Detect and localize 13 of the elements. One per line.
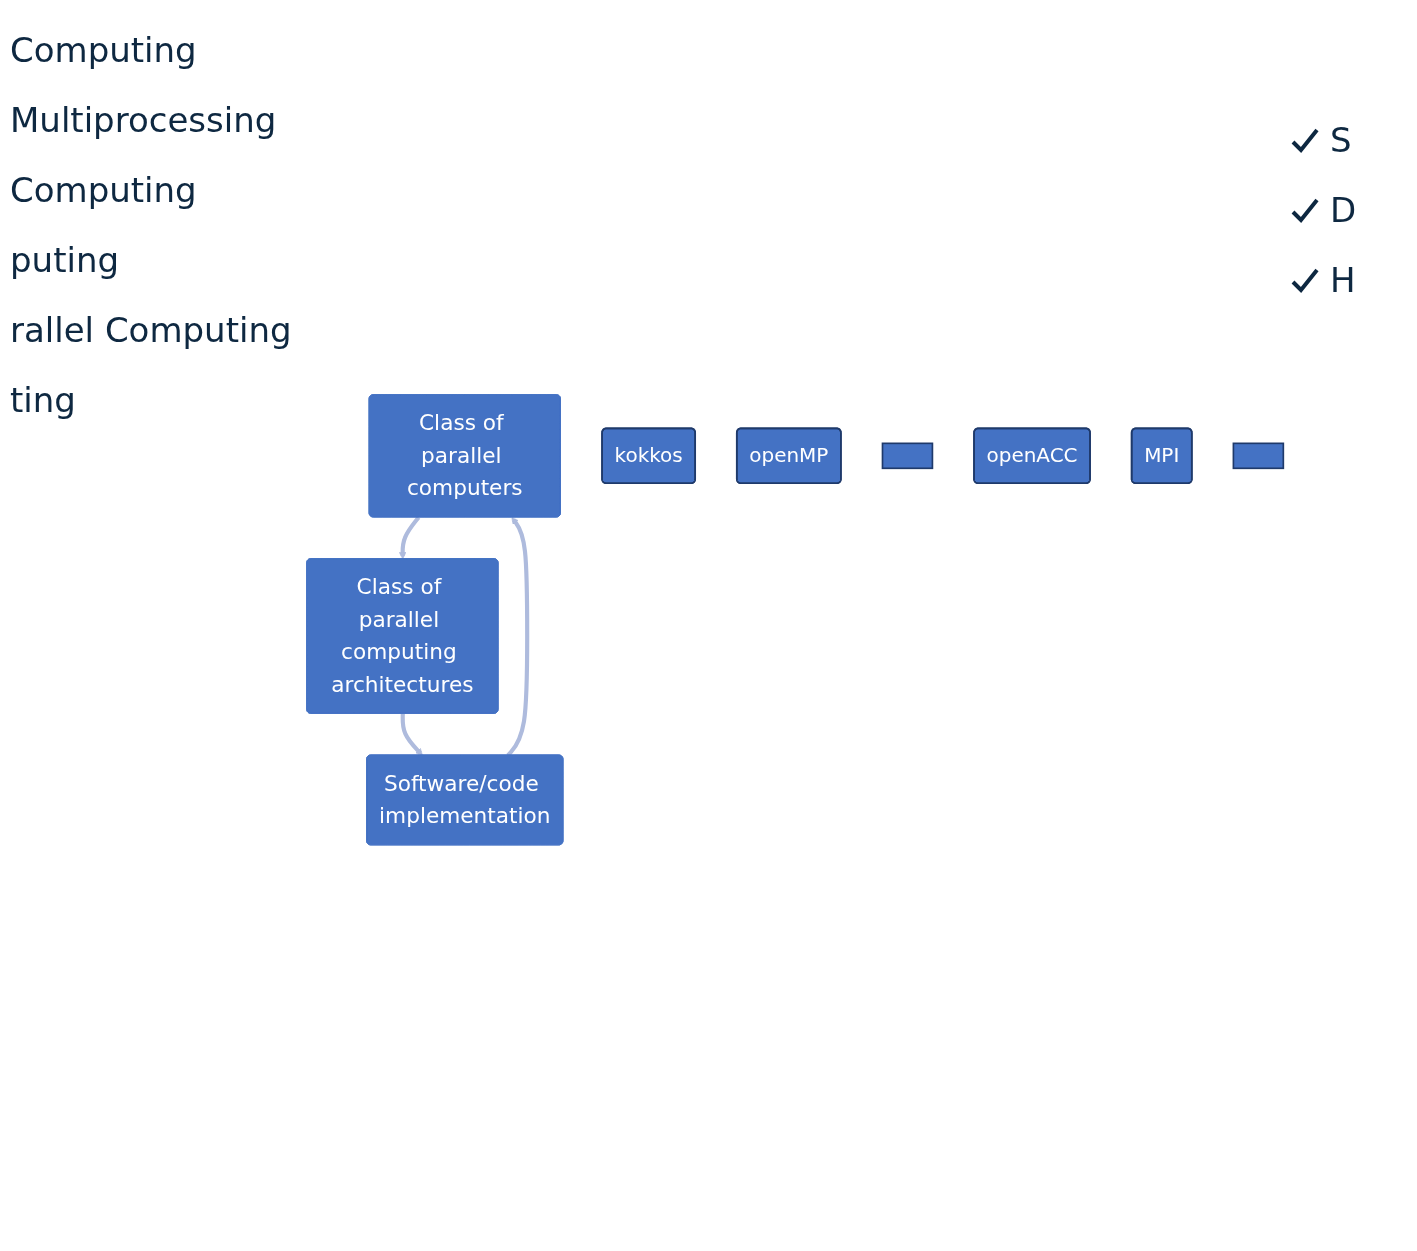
list-item: rallel Computing — [10, 310, 293, 350]
list-item: puting — [10, 240, 121, 280]
node-box — [1232, 442, 1285, 470]
arrow — [399, 516, 421, 560]
list-item: S — [1330, 120, 1352, 160]
list-item: D — [1330, 190, 1357, 230]
list-item: ting — [10, 380, 77, 420]
list-item: H — [1330, 260, 1356, 300]
list-item: Computing — [10, 170, 198, 210]
arrow — [400, 714, 423, 756]
node-box — [881, 442, 934, 470]
list-item: Computing — [10, 30, 198, 70]
list-item: Multiprocessing — [10, 100, 278, 140]
